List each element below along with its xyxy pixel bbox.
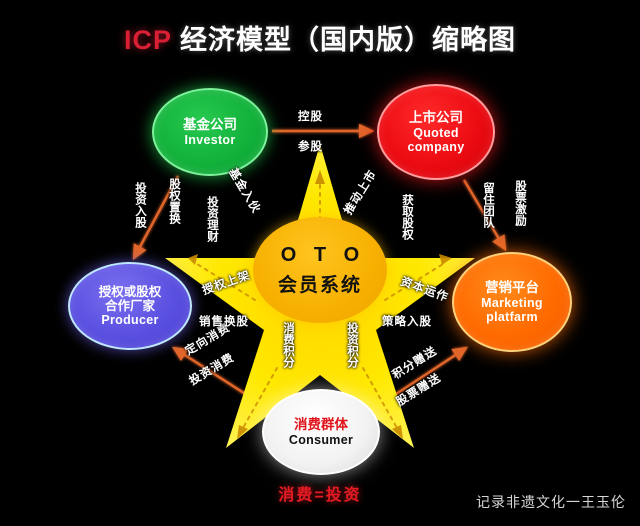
node-quoted-company[interactable]: 上市公司 Quoted company bbox=[377, 84, 495, 180]
label-huoqu-guquan: 获取股权 bbox=[401, 194, 413, 240]
footer-equation: 消费=投资 bbox=[278, 487, 362, 504]
node-consumer[interactable]: 消费群体 Consumer bbox=[262, 389, 380, 475]
title-rest: 经济模型（国内版）缩略图 bbox=[171, 25, 517, 55]
label-celue-rugu: 策略入股 bbox=[382, 316, 432, 328]
label-guquan-zhihuan: 股权置换 bbox=[168, 178, 180, 224]
arrow-investor-to-producer bbox=[132, 175, 180, 261]
label-cangu: 参股 bbox=[298, 141, 323, 153]
watermark: 记录非遗文化一王玉伦 bbox=[476, 494, 626, 510]
hub-subtitle: 会员系统 bbox=[277, 274, 362, 296]
label-gupiao-jili: 股票激励 bbox=[514, 180, 526, 226]
node-investor-en: Investor bbox=[184, 132, 236, 147]
node-consumer-en: Consumer bbox=[288, 432, 354, 447]
node-producer-cn: 授权或股权 bbox=[98, 285, 162, 299]
label-touzi-licai: 投资理财 bbox=[206, 196, 218, 242]
center-hub-oto[interactable]: O T O 会员系统 bbox=[253, 217, 387, 323]
label-kongu: 控股 bbox=[298, 111, 323, 123]
node-producer[interactable]: 授权或股权 合作厂家 Producer bbox=[68, 262, 192, 350]
hub-acronym: O T O bbox=[280, 243, 366, 266]
node-investor-cn: 基金公司 bbox=[183, 117, 237, 133]
node-producer-en: Producer bbox=[101, 313, 159, 327]
node-quoted-cn: 上市公司 bbox=[409, 110, 463, 126]
node-producer-cn2: 合作厂家 bbox=[104, 299, 155, 313]
page-title: ICP 经济模型（国内版）缩略图 bbox=[0, 18, 640, 57]
node-investor[interactable]: 基金公司 Investor bbox=[152, 88, 268, 176]
node-marketing-en: Marketing bbox=[481, 295, 543, 310]
label-touzi-jifen: 投资积分 bbox=[346, 322, 358, 368]
node-marketing-en2: platfarm bbox=[486, 309, 538, 324]
node-quoted-en2: company bbox=[407, 139, 465, 154]
title-brand: ICP bbox=[123, 25, 172, 55]
label-xiaoshou-huangu: 销售换股 bbox=[199, 316, 249, 328]
node-quoted-en: Quoted bbox=[413, 125, 459, 140]
label-xiaofei-jifen: 消费积分 bbox=[282, 322, 294, 368]
node-marketing-platform[interactable]: 营销平台 Marketing platfarm bbox=[452, 252, 572, 352]
label-liuzhu-tuandui: 留住团队 bbox=[482, 182, 494, 228]
arrow-quoted-to-marketing bbox=[462, 179, 507, 252]
node-consumer-cn: 消费群体 bbox=[294, 417, 348, 433]
label-touzi-rugu: 投资入股 bbox=[134, 182, 146, 228]
node-marketing-cn: 营销平台 bbox=[485, 280, 539, 296]
